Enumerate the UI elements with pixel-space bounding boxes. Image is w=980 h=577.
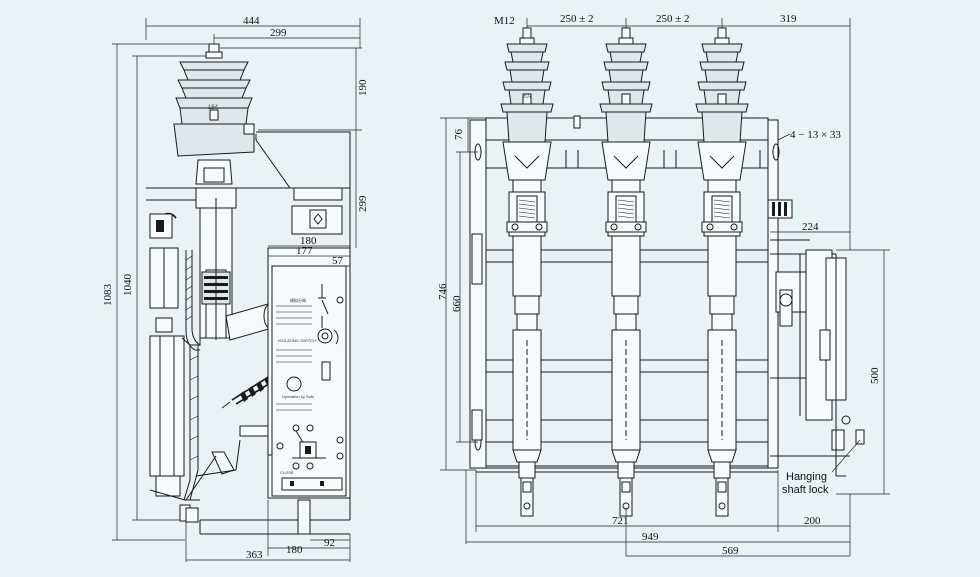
side-view: 444 299 190 299 1083 [102,15,369,562]
dim-299-top: 299 [213,27,360,50]
label-444: 444 [243,15,260,27]
dim-left-front: 746 660 76 [437,117,486,471]
front-view: M12 250 ± 2 250 ± 2 319 [437,13,890,557]
pole-3 [695,27,749,517]
label-190: 190 [357,79,369,96]
dim-top-front: M12 250 ± 2 250 ± 2 319 [494,13,851,250]
label-164: 164 [208,105,219,111]
dim-bottom-front: 721 200 949 569 [465,470,851,557]
label-721: 721 [612,515,629,527]
label-500: 500 [869,367,881,384]
label-299-top: 299 [270,27,287,39]
label-224: 224 [802,221,819,233]
label-57: 57 [332,255,344,267]
label-949: 949 [642,531,659,543]
dim-444: 444 [145,15,361,48]
label-200: 200 [804,515,821,527]
label-1083: 1083 [102,284,114,307]
label-207: 207 [522,94,533,100]
side-frame [146,131,351,520]
side-insulator: 164 [173,43,255,185]
dim-190: 190 [220,47,369,131]
front-mechanism [767,199,865,477]
label-180-top: 180 [300,235,317,247]
pole-2 [599,27,653,517]
dim-1040: 1040 [122,55,212,521]
label-569: 569 [722,545,739,557]
panel-label-closed: CLOSE [280,470,294,475]
side-pole [190,198,277,346]
label-76: 76 [453,129,465,141]
label-92: 92 [324,537,335,549]
label-m12: M12 [494,15,515,27]
label-319: 319 [780,13,797,25]
panel-label-close: ISOLATING SWITCH [278,338,316,343]
dim-299-right: 299 [355,130,369,248]
label-1040: 1040 [122,274,134,297]
side-cabinet [185,425,350,535]
callout-line1: Hanging [786,471,827,483]
panel-label-operation: Operation by Sofo [282,394,315,399]
pole-1 [500,27,554,517]
side-spring [221,375,273,409]
label-660: 660 [451,295,463,312]
dim-1083: 1083 [102,43,212,541]
label-250-2: 250 ± 2 [656,13,690,25]
hanging-shaft-lock-callout: Hanging shaft lock [782,439,861,496]
dim-bottom-side: 363 180 92 [185,500,351,562]
callout-line2: shaft lock [782,484,829,496]
operating-panel: 模拟分闸 ISOLATING SWITCH Operation by Sofo [267,247,351,499]
side-arm [149,212,241,522]
label-180-bottom: 180 [286,544,303,556]
front-poles [500,27,749,517]
label-363: 363 [246,549,263,561]
label-250-1: 250 ± 2 [560,13,594,25]
dim-panel-widths: 180 177 57 [268,235,350,267]
label-299-right: 299 [357,195,369,212]
dim-right-front: 4 − 13 × 33 224 500 [770,129,890,495]
label-746: 746 [437,283,449,300]
panel-label-top: 模拟分闸 [290,297,306,303]
label-177: 177 [296,245,313,257]
label-hole-spec: 4 − 13 × 33 [790,129,841,141]
